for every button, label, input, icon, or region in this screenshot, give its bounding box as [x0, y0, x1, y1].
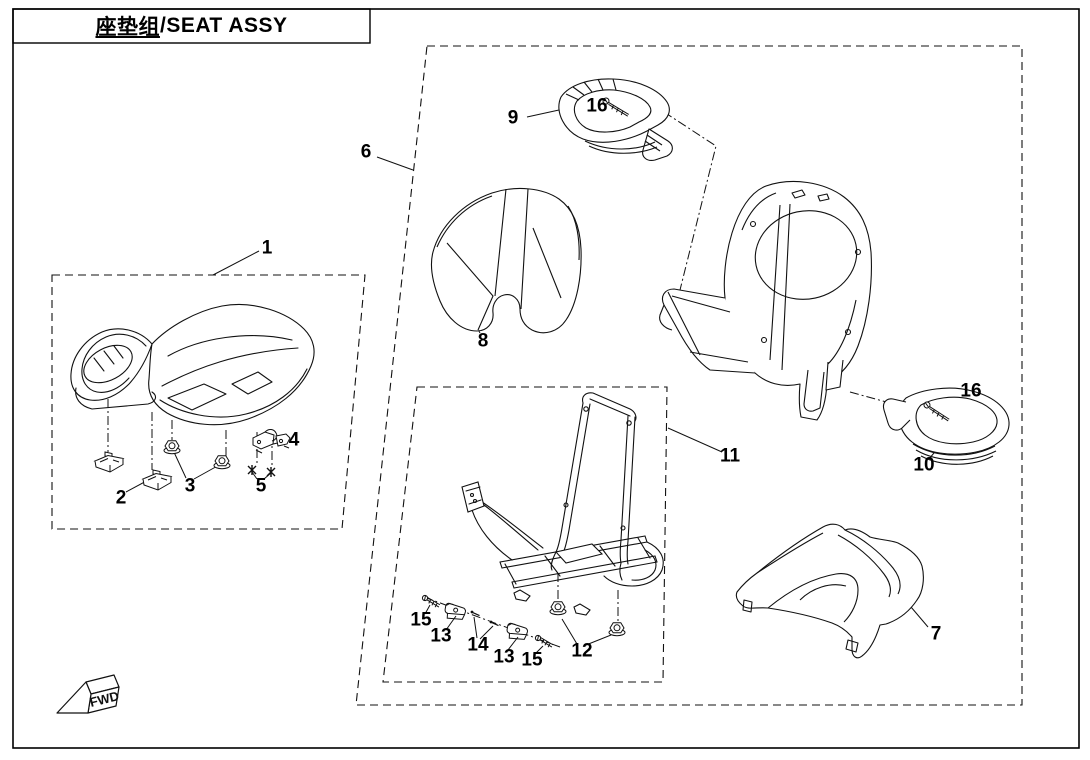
part-label-seat-back-group: 6 [360, 141, 372, 163]
part-label-backrest-cushion: 8 [477, 330, 489, 352]
drawing-frame-11 [461, 392, 664, 616]
part-label-latch-block-left: 13 [430, 625, 452, 647]
part-label-handle-screw-right: 16 [960, 380, 982, 402]
fwd-arrow: FWD [56, 674, 120, 714]
page-title: 座垫组/SEAT ASSY [13, 9, 370, 43]
drawing-handle-9 [558, 78, 673, 161]
part-label-seat-frame-group: 11 [719, 445, 741, 467]
box-part-11 [382, 386, 668, 683]
part-label-pin: 14 [467, 634, 489, 656]
box-part-6 [355, 45, 1023, 706]
drawing-handle-10 [882, 387, 1010, 465]
box-part-1 [51, 274, 366, 530]
drawing-seat [70, 304, 315, 426]
part-label-latch-screw: 5 [255, 475, 267, 497]
page-title-en: SEAT ASSY [166, 14, 288, 37]
page-title-separator: / [159, 14, 167, 37]
part-label-right-grab-handle: 10 [913, 454, 935, 476]
page-frame [12, 8, 1080, 749]
part-label-frame-screw-left: 15 [410, 609, 432, 631]
drawing-cowl-7 [735, 523, 924, 659]
drawing-backrest-panel [659, 181, 872, 421]
drawing-latch-4 [252, 429, 291, 454]
part-label-left-grab-handle: 9 [507, 107, 519, 129]
drawing-cushion-8 [430, 188, 582, 334]
part-label-latch-block-right: 13 [493, 646, 515, 668]
part-label-frame-nut: 12 [571, 640, 593, 662]
part-label-flange-nut: 3 [184, 475, 196, 497]
fwd-arrow-label: FWD [88, 688, 120, 710]
part-label-rear-cowl: 7 [930, 623, 942, 645]
part-label-frame-screw-right: 15 [521, 649, 543, 671]
group-boxes [51, 45, 1023, 706]
part-label-seat-assy: 1 [261, 237, 273, 259]
part-label-seat-lock-latch: 4 [288, 429, 300, 451]
part-label-handle-screw-left: 16 [586, 95, 608, 117]
page-title-zh: 座垫组 [95, 16, 160, 39]
part-label-rubber-mount: 2 [115, 487, 127, 509]
